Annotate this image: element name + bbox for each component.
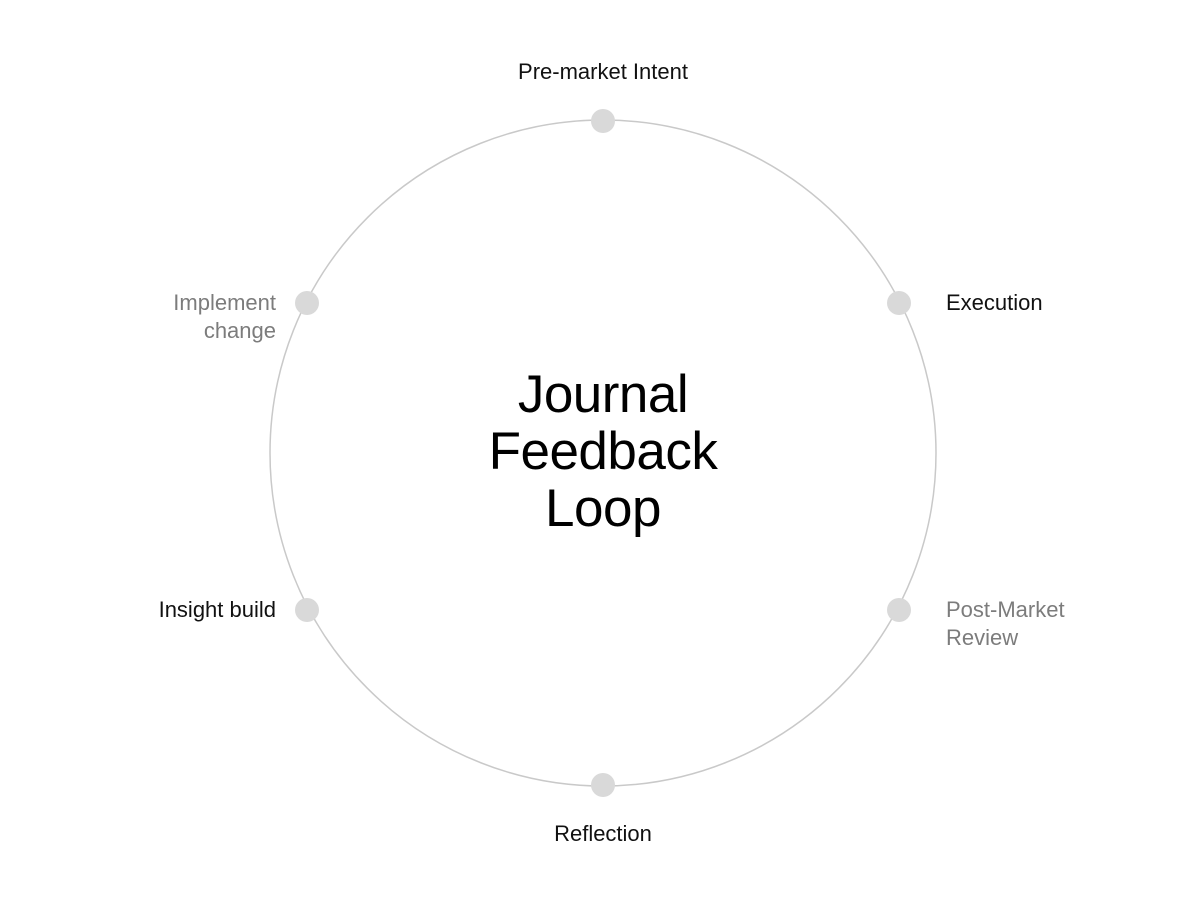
step-label-implement-change: Implement change [173,289,276,345]
step-label-insight-build: Insight build [159,596,276,624]
step-node-implement-change [295,291,319,315]
step-node-reflection [591,773,615,797]
step-node-insight-build [295,598,319,622]
diagram-title-line-3: Loop [545,479,661,538]
step-label-pre-market-intent: Pre-market Intent [403,58,803,86]
diagram-title-line-2: Feedback [488,422,718,481]
step-label-text: Execution [946,290,1043,315]
step-label-text: Pre-market Intent [518,59,688,84]
step-node-pre-market-intent [591,109,615,133]
step-label-text: Implement [173,290,276,315]
step-node-execution [887,291,911,315]
step-label-reflection: Reflection [403,820,803,848]
step-label-text: Post-Market [946,597,1065,622]
step-node-post-market-review [887,598,911,622]
step-label-post-market-review: Post-Market Review [946,596,1065,652]
step-label-text: change [203,318,276,343]
step-label-text: Review [946,625,1019,650]
step-label-text: Insight build [158,597,276,622]
step-label-execution: Execution [946,289,1043,317]
diagram-title: Journal Feedback Loop [403,366,803,537]
step-label-text: Reflection [554,821,652,846]
diagram-title-line-1: Journal [517,365,689,424]
